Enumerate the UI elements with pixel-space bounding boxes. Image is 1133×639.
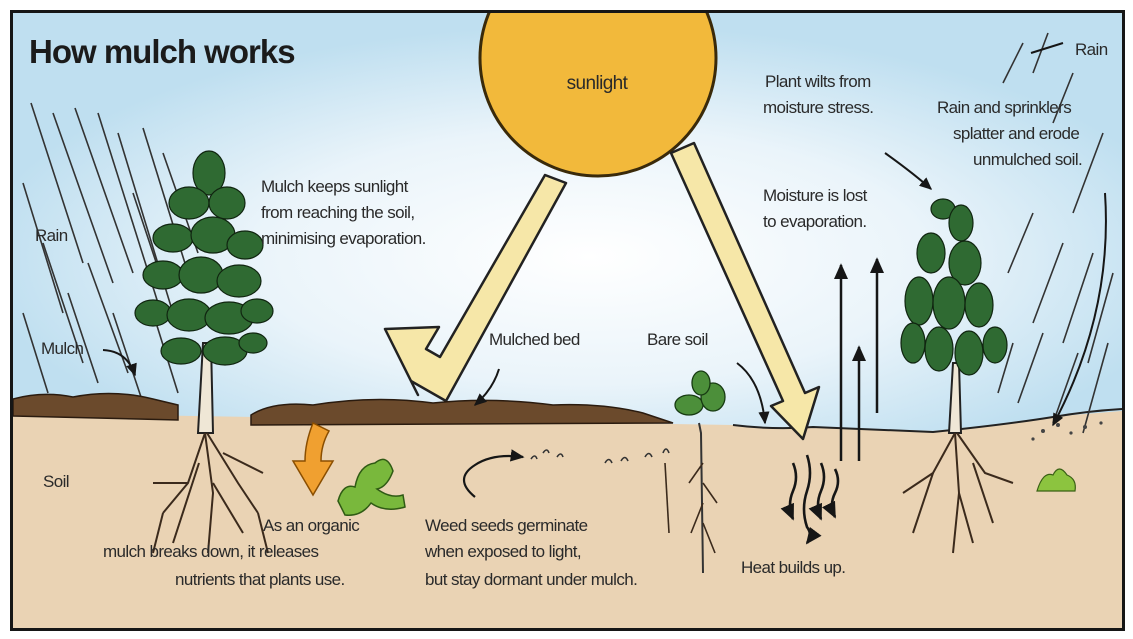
mulch-keeps-line-1: Mulch keeps sunlight <box>261 176 408 198</box>
rain-right-label: Rain <box>1075 39 1108 61</box>
sunlight-label: sunlight <box>547 73 647 95</box>
mulch-keeps-line-2: from reaching the soil, <box>261 202 414 224</box>
moisture-lost-line-2: to evaporation. <box>763 211 866 233</box>
weed-seeds-line-2: when exposed to light, <box>425 541 581 563</box>
plant-wilts-line-2: moisture stress. <box>763 97 873 119</box>
moisture-lost-line-1: Moisture is lost <box>763 185 867 207</box>
mulch-label: Mulch <box>41 338 83 360</box>
weed-seeds-line-1: Weed seeds germinate <box>425 515 588 537</box>
heat-label: Heat builds up. <box>741 557 845 579</box>
organic-line-3: nutrients that plants use. <box>175 569 345 591</box>
rain-left-label: Rain <box>35 225 68 247</box>
diagram-frame: How mulch works sunlight Rain Rain Mulch… <box>10 10 1125 631</box>
rain-splatter-line-2: splatter and erode <box>953 123 1079 145</box>
mulched-bed-label: Mulched bed <box>489 329 580 351</box>
weed-seeds-line-3: but stay dormant under mulch. <box>425 569 637 591</box>
organic-line-2: mulch breaks down, it releases <box>103 541 318 563</box>
rain-splatter-line-1: Rain and sprinklers <box>937 97 1071 119</box>
plant-wilts-line-1: Plant wilts from <box>765 71 871 93</box>
rain-splatter-line-3: unmulched soil. <box>973 149 1082 171</box>
soil-label: Soil <box>43 471 69 493</box>
organic-line-1: As an organic <box>263 515 359 537</box>
bare-soil-label: Bare soil <box>647 329 708 351</box>
mulch-keeps-line-3: minimising evaporation. <box>261 228 426 250</box>
diagram-title: How mulch works <box>29 33 295 71</box>
